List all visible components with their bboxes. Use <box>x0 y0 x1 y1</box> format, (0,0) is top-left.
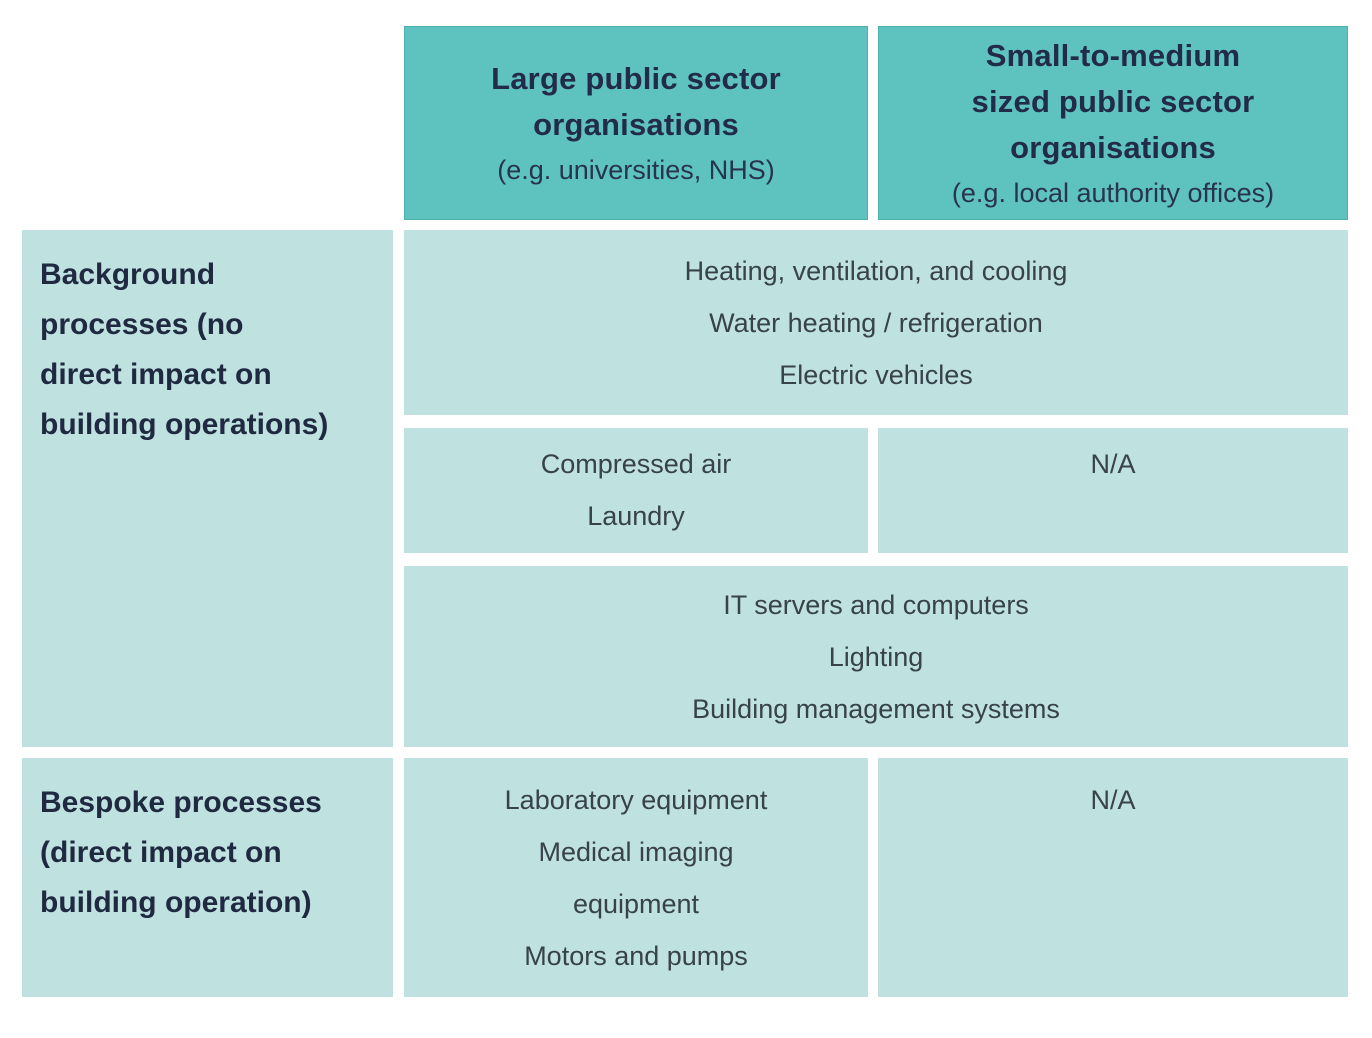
cell-background-hvac-span: Heating, ventilation, and cooling Water … <box>404 230 1348 415</box>
cell-background-it-lighting-bms-span: IT servers and computers Lighting Buildi… <box>404 566 1348 747</box>
column-header-small-medium-public-sector: Small-to-medium sized public sector orga… <box>878 26 1348 220</box>
column-header-subtitle: (e.g. local authority offices) <box>951 178 1275 208</box>
column-header-title: Small-to-medium sized public sector orga… <box>971 38 1255 165</box>
column-header-large-public-sector: Large public sector organisations (e.g. … <box>404 26 868 220</box>
cell-bespoke-equipment: Laboratory equipment Medical imaging equ… <box>404 758 868 997</box>
cell-background-na: N/A <box>878 428 1348 553</box>
column-header-title: Large public sector organisations <box>491 61 781 142</box>
cell-bespoke-na: N/A <box>878 758 1348 997</box>
cell-background-compressed-air-laundry: Compressed air Laundry <box>404 428 868 553</box>
row-header-background-processes: Background processes (no direct impact o… <box>22 230 393 747</box>
column-header-subtitle: (e.g. universities, NHS) <box>497 155 775 185</box>
row-header-bespoke-processes: Bespoke processes (direct impact on buil… <box>22 758 393 997</box>
